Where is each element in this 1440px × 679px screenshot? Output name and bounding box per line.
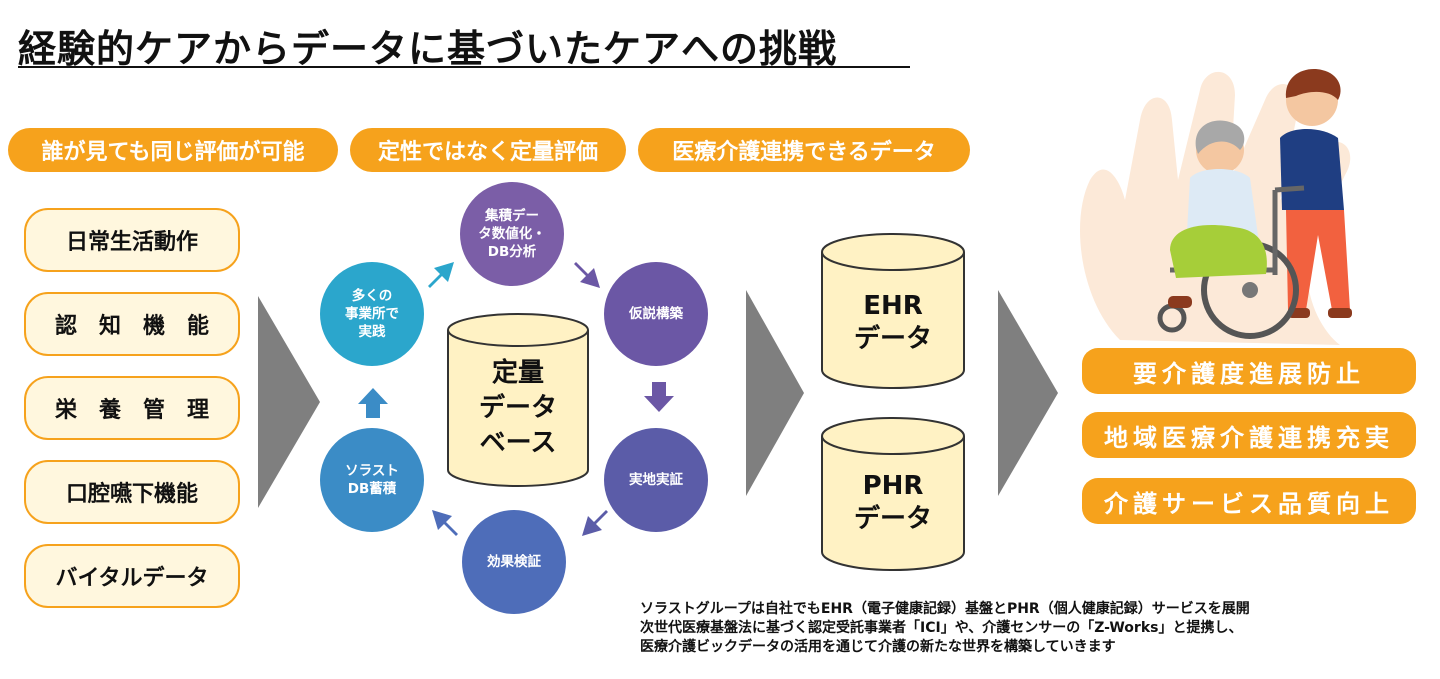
outcome-service-quality: 介護サービス品質向上 (1082, 478, 1416, 524)
cycle-arrow-down-right-icon (574, 262, 600, 288)
page-title: 経験的ケアからデータに基づいたケアへの挑戦 (18, 27, 838, 71)
chevron-arrow-3-icon (998, 290, 1058, 496)
chevron-arrow-2-icon (746, 290, 804, 496)
ehr-database-cylinder-icon (821, 233, 965, 389)
left-item-nutrition: 栄 養 管 理 (24, 376, 240, 440)
center-db-label: 定量 データ ベース (478, 358, 557, 458)
footer-line: 医療介護ビックデータの活用を通じて介護の新たな世界を構築していきます (640, 639, 1116, 655)
outcome-regional-medical-care-link: 地域医療介護連携充実 (1082, 412, 1416, 458)
cycle-step-field-verification: 実地実証 (604, 428, 708, 532)
top-pill-medical-link: 医療介護連携できるデータ (638, 128, 970, 172)
cycle-step-db-accumulation: ソラスト DB蓄積 (320, 428, 424, 532)
quantitative-database-cylinder-icon (447, 313, 589, 487)
cycle-step-data-analysis: 集積デー タ数値化・ DB分析 (460, 182, 564, 286)
caregiver-wheelchair-illustration (1080, 69, 1352, 345)
phr-database-cylinder-icon (821, 417, 965, 571)
cycle-arrow-up-icon (358, 388, 388, 418)
title-underline (18, 66, 910, 68)
left-item-adl: 日常生活動作 (24, 208, 240, 272)
left-item-vital: バイタルデータ (24, 544, 240, 608)
cycle-arrow-up-left-icon (432, 510, 458, 536)
cycle-arrow-up-right-icon (428, 262, 454, 288)
ehr-data-label: EHR データ (853, 291, 932, 354)
cycle-step-effect-verification: 効果検証 (462, 510, 566, 614)
footer-line: ソラストグループは自社でもEHR（電子健康記録）基盤とPHR（個人健康記録）サー… (640, 601, 1250, 617)
footer-line: 次世代医療基盤法に基づく認定受託事業者「ICI」や、介護センサーの「Z-Work… (640, 620, 1243, 636)
left-item-cognitive: 認 知 機 能 (24, 292, 240, 356)
outcome-prevent-care-progression: 要介護度進展防止 (1082, 348, 1416, 394)
chevron-arrow-1-icon (258, 296, 320, 508)
top-pill-quantitative: 定性ではなく定量評価 (350, 128, 626, 172)
cycle-arrow-down-icon (644, 382, 674, 412)
cycle-step-hypothesis: 仮説構築 (604, 262, 708, 366)
left-item-oral-swallow: 口腔嚥下機能 (24, 460, 240, 524)
cycle-step-practice: 多くの 事業所で 実践 (320, 262, 424, 366)
cycle-arrow-down-left-icon (582, 510, 608, 536)
top-pill-same-evaluation: 誰が見ても同じ評価が可能 (8, 128, 338, 172)
footer-description: ソラストグループは自社でもEHR（電子健康記録）基盤とPHR（個人健康記録）サー… (640, 600, 1250, 657)
phr-data-label: PHR データ (853, 471, 932, 534)
